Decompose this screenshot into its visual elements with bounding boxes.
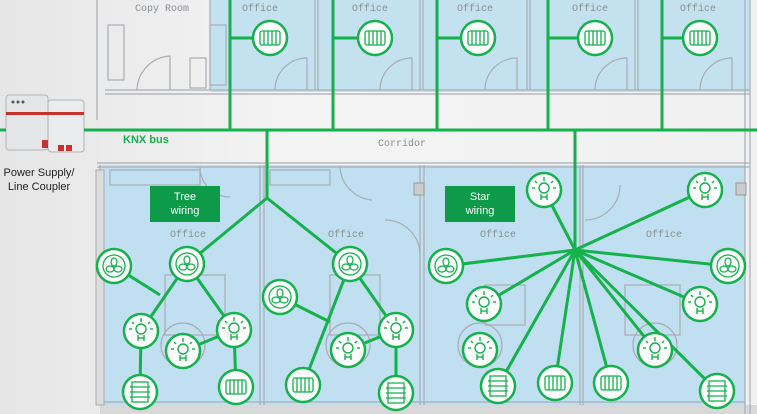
star-wiring-label: Star wiring: [445, 186, 515, 222]
blinds-icon: [698, 372, 736, 410]
star-wiring-line2: wiring: [465, 205, 495, 217]
fan-icon: [709, 247, 747, 285]
radiator-icon: [536, 364, 574, 402]
tree-wiring-label: Tree wiring: [150, 186, 220, 222]
bulb-icon: [465, 285, 503, 323]
tree-wiring-line1: Tree: [173, 191, 197, 203]
fan-icon: [427, 247, 465, 285]
bulb-icon: [164, 332, 202, 370]
room-label-office: Office: [680, 4, 717, 15]
blinds-icon: [377, 374, 415, 412]
radiator-icon: [284, 366, 322, 404]
room-label-office: Office: [170, 230, 207, 241]
room-label-office: Office: [572, 4, 609, 15]
radiator-icon: [217, 368, 255, 406]
room-label-office: Office: [480, 230, 517, 241]
fan-icon: [95, 247, 133, 285]
device-label: Power Supply/ Line Coupler: [0, 166, 78, 194]
bulb-icon: [461, 331, 499, 369]
tree-wiring-line2: wiring: [170, 205, 200, 217]
bulb-icon: [636, 331, 674, 369]
bulb-icon: [122, 312, 160, 350]
bulb-icon: [377, 311, 415, 349]
bulb-icon: [686, 171, 724, 209]
star-wiring-line1: Star: [469, 191, 491, 203]
bulb-icon: [681, 285, 719, 323]
radiator-icon: [576, 19, 614, 57]
blinds-icon: [121, 373, 159, 411]
fan-icon: [168, 245, 206, 283]
radiator-icon: [592, 364, 630, 402]
room-label-copy-room: Copy Room: [135, 4, 190, 15]
bulb-icon: [215, 311, 253, 349]
room-label-office: Office: [328, 230, 365, 241]
radiator-icon: [251, 19, 289, 57]
fan-icon: [261, 278, 299, 316]
knx-bus-label: KNX bus: [123, 134, 169, 146]
radiator-icon: [356, 19, 394, 57]
blinds-icon: [479, 367, 517, 405]
room-label-office: Office: [457, 4, 494, 15]
radiator-icon: [681, 19, 719, 57]
fan-icon: [331, 245, 369, 283]
device-label-line1: Power Supply/: [3, 167, 75, 179]
room-label-office: Office: [646, 230, 683, 241]
room-label-office: Office: [242, 4, 279, 15]
power-supply-device: [5, 94, 85, 153]
radiator-icon: [459, 19, 497, 57]
device-label-line2: Line Coupler: [7, 181, 71, 193]
bulb-icon: [329, 331, 367, 369]
corridor-label: Corridor: [378, 139, 427, 150]
room-label-office: Office: [352, 4, 389, 15]
bulb-icon: [525, 171, 563, 209]
